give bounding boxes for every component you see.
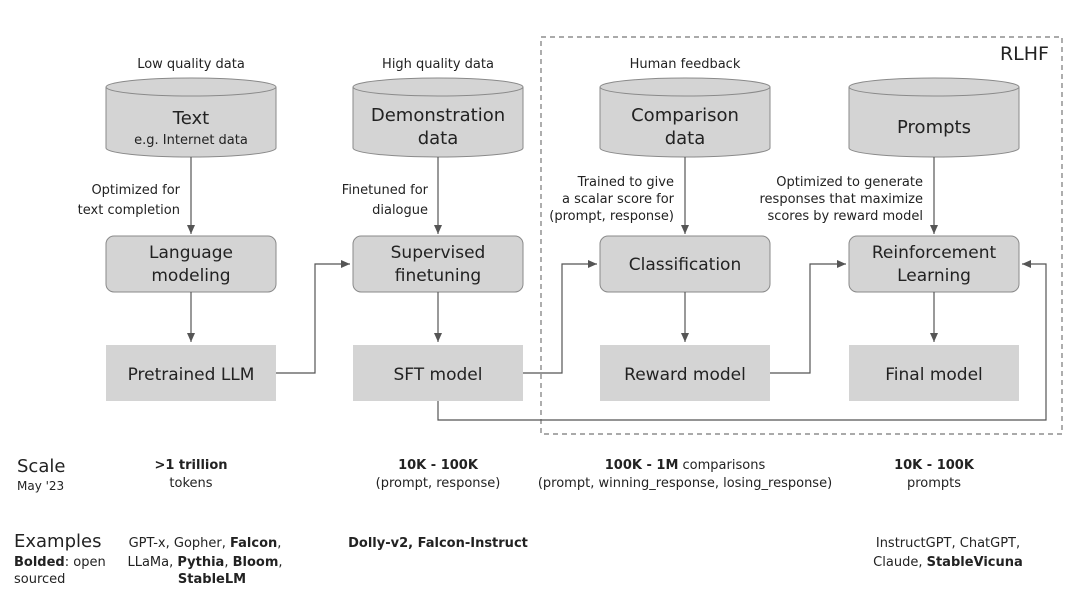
- cylinder-sub-1: e.g. Internet data: [134, 133, 248, 148]
- scale-col3-line2: (prompt, winning_response, losing_respon…: [538, 476, 832, 491]
- source-caption-1: Low quality data: [137, 57, 245, 72]
- examples-note-line2: sourced: [14, 572, 65, 587]
- ex4-claude: Claude,: [873, 555, 926, 570]
- rlhf-label: RLHF: [1000, 43, 1049, 65]
- examples-col1-line3: StableLM: [178, 572, 246, 587]
- output-4-label: Final model: [885, 365, 983, 385]
- edge-label-4c: scores by reward model: [767, 209, 923, 224]
- ex1-llama: LLaMa,: [127, 555, 177, 570]
- source-caption-3: Human feedback: [630, 57, 741, 72]
- examples-col1-line1: GPT-x, Gopher, Falcon,: [129, 536, 282, 551]
- scale-col4-bold: 10K - 100K: [894, 458, 975, 473]
- ex1-gptx: GPT-x, Gopher,: [129, 536, 230, 551]
- edge-sft-to-classification: [523, 260, 597, 374]
- process-3-label: Classification: [629, 255, 741, 275]
- process-4-line1: Reinforcement: [872, 243, 997, 263]
- scale-col4-rest: prompts: [907, 476, 961, 491]
- examples-col4-line2: Claude, StableVicuna: [873, 555, 1023, 570]
- output-pretrained-llm: [106, 345, 276, 401]
- cylinder-title-2b: data: [418, 128, 459, 149]
- output-2-label: SFT model: [394, 365, 483, 385]
- edge-label-3c: (prompt, response): [549, 209, 674, 224]
- edge-label-4b: responses that maximize: [759, 192, 923, 207]
- cylinder-title-1: Text: [172, 108, 209, 129]
- cylinder-title-2a: Demonstration: [371, 105, 505, 126]
- process-2-line1: Supervised: [391, 243, 486, 263]
- source-caption-2: High quality data: [382, 57, 494, 72]
- scale-col3-rest: comparisons: [678, 458, 765, 473]
- examples-col1-line2: LLaMa, Pythia, Bloom,: [127, 555, 282, 570]
- ex1-bloom: Bloom: [233, 555, 279, 570]
- examples-col4-line1: InstructGPT, ChatGPT,: [876, 536, 1020, 551]
- examples-note-line1: Bolded: open: [14, 555, 106, 570]
- cylinder-title-4: Prompts: [897, 117, 971, 138]
- scale-subtitle: May '23: [17, 479, 64, 493]
- examples-note-rest: : open: [65, 555, 106, 570]
- process-1-line1: Language: [149, 243, 233, 263]
- cylinder-title-3a: Comparison: [631, 105, 739, 126]
- edge-reward-to-rl: [770, 260, 846, 374]
- output-1-label: Pretrained LLM: [128, 365, 255, 385]
- ex1-pythia: Pythia: [177, 555, 224, 570]
- edge-pretrained-to-sft: [276, 260, 350, 374]
- ex4-stablevicuna: StableVicuna: [927, 555, 1023, 570]
- ex1-sep: ,: [224, 555, 232, 570]
- process-2-line2: finetuning: [395, 266, 481, 286]
- output-sft-model: [353, 345, 523, 401]
- examples-col2: Dolly-v2, Falcon-Instruct: [348, 536, 528, 551]
- output-3-label: Reward model: [624, 365, 746, 385]
- edge-label-1b: text completion: [78, 203, 180, 218]
- process-1-line2: modeling: [151, 266, 230, 286]
- scale-col2-rest: (prompt, response): [376, 476, 501, 491]
- output-reward-model: [600, 345, 770, 401]
- ex1-falcon: Falcon: [230, 536, 277, 551]
- data-cylinder-prompts: [848, 77, 1020, 158]
- ex1-comma2: ,: [278, 555, 282, 570]
- scale-title: Scale: [17, 456, 65, 477]
- cylinder-title-3b: data: [665, 128, 706, 149]
- edge-label-4a: Optimized to generate: [776, 175, 923, 190]
- output-final-model: [849, 345, 1019, 401]
- examples-title: Examples: [14, 531, 101, 552]
- data-cylinder-text: [105, 77, 277, 158]
- scale-col1-bold: >1 trillion: [154, 458, 227, 473]
- scale-col3-bold: 100K - 1M: [605, 458, 679, 473]
- scale-col3-line1: 100K - 1M comparisons: [605, 458, 766, 473]
- edge-label-1a: Optimized for: [91, 183, 180, 198]
- edge-sft-to-rl-loop: [437, 260, 1047, 421]
- ex1-comma1: ,: [277, 536, 281, 551]
- edge-label-2b: dialogue: [372, 203, 428, 218]
- data-cylinder-comparison: [599, 77, 771, 158]
- data-cylinder-demonstration: [352, 77, 524, 158]
- scale-col1-rest: tokens: [169, 476, 212, 491]
- edge-label-3b: a scalar score for: [562, 192, 675, 207]
- examples-note-bold: Bolded: [14, 555, 65, 570]
- edge-label-3a: Trained to give: [577, 175, 674, 190]
- edge-label-2a: Finetuned for: [342, 183, 429, 198]
- scale-col2-bold: 10K - 100K: [398, 458, 479, 473]
- process-4-line2: Learning: [897, 266, 971, 286]
